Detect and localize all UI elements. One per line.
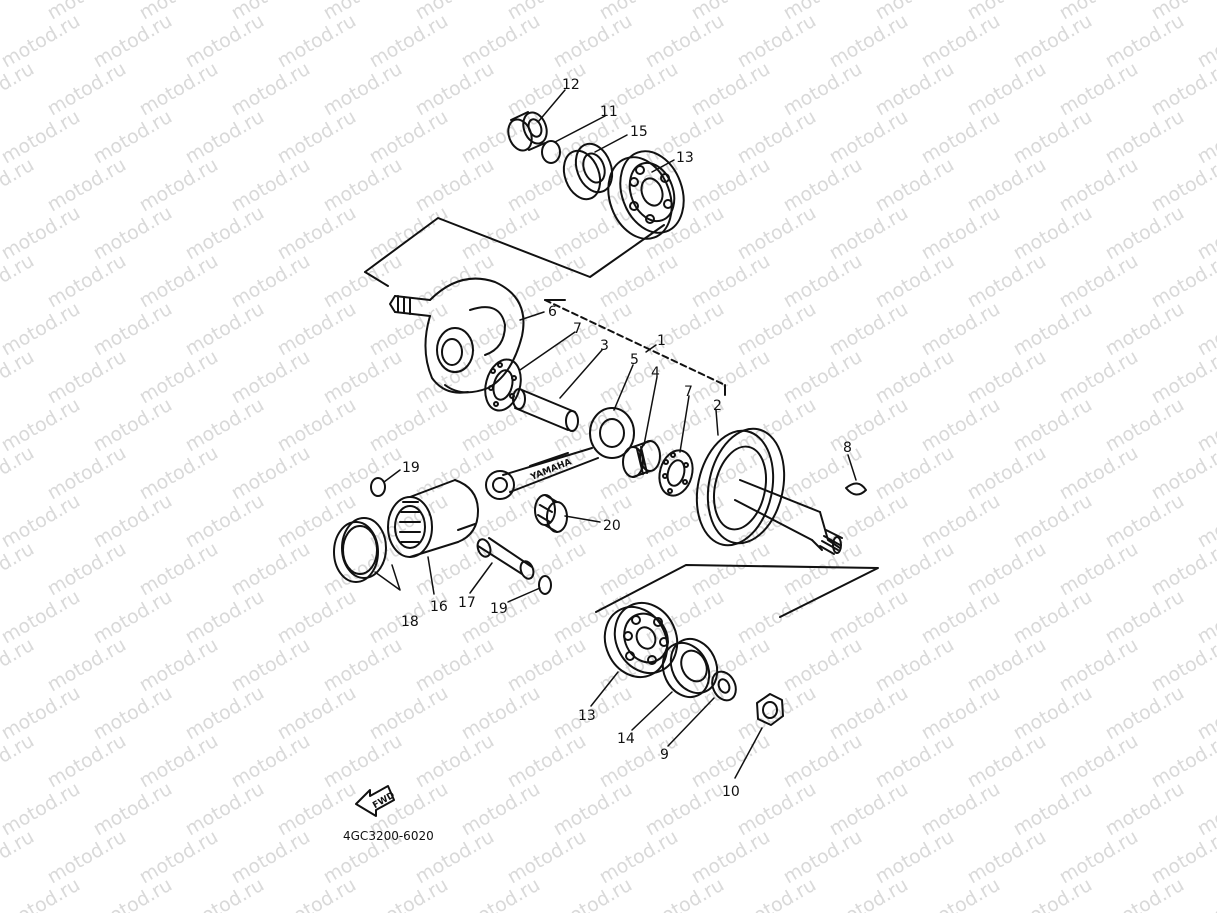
- oil-seal-part-15: [562, 142, 614, 201]
- small-end-bearing-part-20: [534, 494, 568, 533]
- callout-7-top: 7: [573, 321, 582, 337]
- callout-12: 12: [562, 77, 580, 93]
- leader-lines: [374, 89, 857, 779]
- callout-13-top: 13: [676, 150, 694, 166]
- callout-11: 11: [600, 104, 618, 120]
- right-crank-half-part-2: [695, 427, 843, 555]
- needle-bearing-part-4: [622, 440, 661, 478]
- callout-13-bottom: 13: [578, 708, 596, 724]
- piston-pin-part-17: [476, 537, 535, 580]
- thrust-washer-part-7-top: [484, 358, 522, 412]
- piston-part-16: [387, 479, 479, 558]
- callout-labels: 12 11 15 13 6 7 3 5 1 4 7 2 8 19 20 18 1…: [401, 77, 852, 800]
- callout-16: 16: [430, 599, 448, 615]
- woodruff-key-part-8: [845, 482, 867, 496]
- bearing-part-13-bottom: [603, 601, 679, 679]
- thrust-washer-part-7-bottom: [658, 449, 694, 497]
- callout-14: 14: [617, 731, 635, 747]
- callout-17: 17: [458, 595, 476, 611]
- lower-bracket-frame: [595, 564, 879, 618]
- callout-5: 5: [630, 352, 639, 368]
- piston-pin-clip-part-19-top: [370, 477, 386, 497]
- callout-6: 6: [548, 304, 557, 320]
- part-code: 4GC3200-6020: [343, 829, 434, 843]
- assembly-1-bracket: [544, 299, 726, 386]
- callout-2: 2: [713, 398, 722, 414]
- crank-pin-part-3: [512, 388, 579, 432]
- callout-18: 18: [401, 614, 419, 630]
- assembly-1-bracket-ticks: [544, 299, 726, 396]
- connecting-rod-part-5: [485, 407, 635, 500]
- piston-pin-clip-part-19-bottom: [538, 575, 552, 595]
- piston-rings-part-18: [333, 517, 387, 583]
- callout-8: 8: [843, 440, 852, 456]
- washer-part-9: [711, 670, 737, 702]
- callout-10: 10: [722, 784, 740, 800]
- callout-15: 15: [630, 124, 648, 140]
- fwd-arrow-icon: [355, 785, 395, 817]
- oil-seal-part-14: [661, 637, 719, 699]
- upper-bracket-frame-left-tick: [364, 271, 389, 287]
- callout-3: 3: [600, 338, 609, 354]
- callout-19-top: 19: [402, 460, 420, 476]
- left-crank-half-part-6: [389, 277, 525, 394]
- callout-20: 20: [603, 518, 621, 534]
- callout-9: 9: [660, 747, 669, 763]
- upper-bracket-frame: [364, 217, 665, 278]
- collar-part-12: [507, 111, 548, 152]
- o-ring-part-11: [541, 140, 561, 164]
- bearing-part-13-top: [607, 150, 685, 240]
- callout-7-bottom: 7: [684, 384, 693, 400]
- callout-4: 4: [651, 365, 660, 381]
- callout-1: 1: [657, 333, 666, 349]
- nut-part-10: [756, 693, 784, 726]
- callout-19-bottom: 19: [490, 601, 508, 617]
